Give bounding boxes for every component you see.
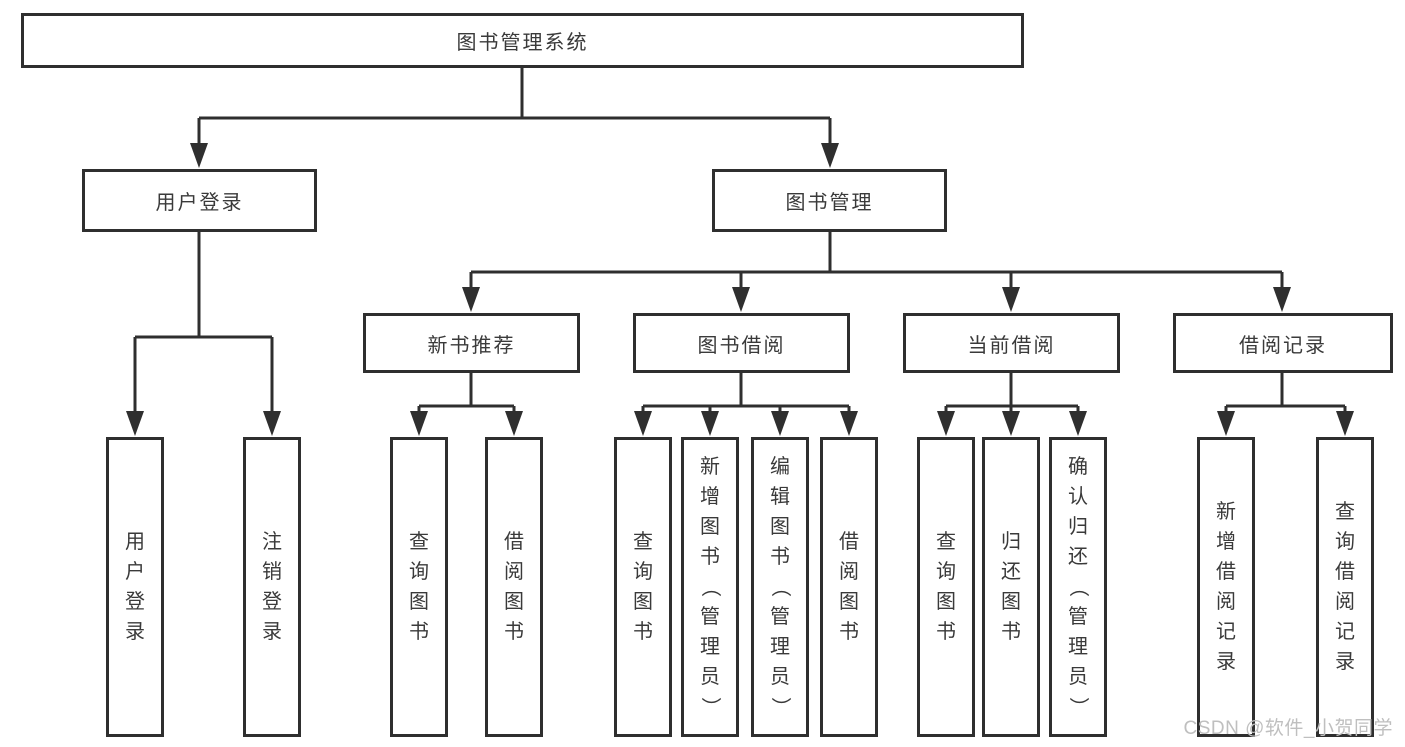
leaf-confirm-return-admin: 确认归还（管理员） xyxy=(1049,437,1107,737)
arrow-down-icon xyxy=(1217,411,1235,436)
connector-current-borrow xyxy=(944,373,1080,414)
node-label: 图书管理 xyxy=(785,192,874,214)
node-user-login: 用户登录 xyxy=(82,169,317,232)
arrow-down-icon xyxy=(1273,287,1291,312)
arrow-down-icon xyxy=(1336,411,1354,436)
node-label: 新增借阅记录 xyxy=(1216,501,1236,673)
node-current-borrowing: 当前借阅 xyxy=(903,313,1120,373)
arrowheads xyxy=(126,143,1354,436)
arrow-down-icon xyxy=(771,411,789,436)
arrow-down-icon xyxy=(1002,411,1020,436)
node-label: 图书借阅 xyxy=(697,334,786,357)
arrow-down-icon xyxy=(263,411,281,436)
arrow-down-icon xyxy=(821,143,839,168)
leaf-return-books: 归还图书 xyxy=(982,437,1040,737)
node-label: 借阅图书 xyxy=(839,531,859,643)
node-label: 新书推荐 xyxy=(427,334,516,357)
leaf-query-books-1: 查询图书 xyxy=(390,437,448,737)
leaf-edit-books-admin: 编辑图书（管理员） xyxy=(751,437,809,737)
leaf-query-books-3: 查询图书 xyxy=(917,437,975,737)
leaf-borrow-books-2: 借阅图书 xyxy=(820,437,878,737)
arrow-down-icon xyxy=(634,411,652,436)
arrow-down-icon xyxy=(1002,287,1020,312)
leaf-logout: 注销登录 xyxy=(243,437,301,737)
node-label: 借阅图书 xyxy=(504,531,524,643)
node-book-borrowing: 图书借阅 xyxy=(633,313,850,373)
connector-book-borrow xyxy=(641,373,851,414)
node-label: 图书管理系统 xyxy=(456,32,589,54)
leaf-user-login: 用户登录 xyxy=(106,437,164,737)
connector-new-book xyxy=(417,373,516,414)
arrow-down-icon xyxy=(190,143,208,168)
node-label: 查询图书 xyxy=(936,531,956,643)
node-label: 归还图书 xyxy=(1001,531,1021,643)
arrow-down-icon xyxy=(505,411,523,436)
connector-user-login xyxy=(133,232,274,414)
leaf-query-books-2: 查询图书 xyxy=(614,437,672,737)
node-label: 用户登录 xyxy=(125,531,145,643)
node-label: 注销登录 xyxy=(262,531,282,643)
connector-book-mgmt xyxy=(469,232,1284,290)
connector-root xyxy=(197,68,832,146)
arrow-down-icon xyxy=(840,411,858,436)
leaf-query-borrow-record: 查询借阅记录 xyxy=(1316,437,1374,737)
node-borrowing-records: 借阅记录 xyxy=(1173,313,1393,373)
node-label: 查询图书 xyxy=(409,531,429,643)
node-label: 用户登录 xyxy=(155,192,244,214)
arrow-down-icon xyxy=(937,411,955,436)
node-label: 查询图书 xyxy=(633,531,653,643)
watermark: CSDN @软件_小贺同学 xyxy=(1183,718,1393,739)
node-label: 查询借阅记录 xyxy=(1335,501,1355,673)
node-label: 借阅记录 xyxy=(1239,334,1327,357)
leaf-add-borrow-record: 新增借阅记录 xyxy=(1197,437,1255,737)
node-new-book-recommend: 新书推荐 xyxy=(363,313,580,373)
node-label: 编辑图书（管理员） xyxy=(769,456,791,717)
node-label: 当前借阅 xyxy=(967,334,1056,357)
node-label: 确认归还（管理员） xyxy=(1067,456,1089,717)
arrow-down-icon xyxy=(1069,411,1087,436)
leaf-borrow-books-1: 借阅图书 xyxy=(485,437,543,737)
node-label: 新增图书（管理员） xyxy=(699,456,721,717)
leaf-add-books-admin: 新增图书（管理员） xyxy=(681,437,739,737)
arrow-down-icon xyxy=(732,287,750,312)
arrow-down-icon xyxy=(701,411,719,436)
connector-borrow-record xyxy=(1224,373,1347,414)
arrow-down-icon xyxy=(126,411,144,436)
arrow-down-icon xyxy=(410,411,428,436)
node-book-management: 图书管理 xyxy=(712,169,947,232)
arrow-down-icon xyxy=(462,287,480,312)
node-root-system: 图书管理系统 xyxy=(21,13,1024,68)
